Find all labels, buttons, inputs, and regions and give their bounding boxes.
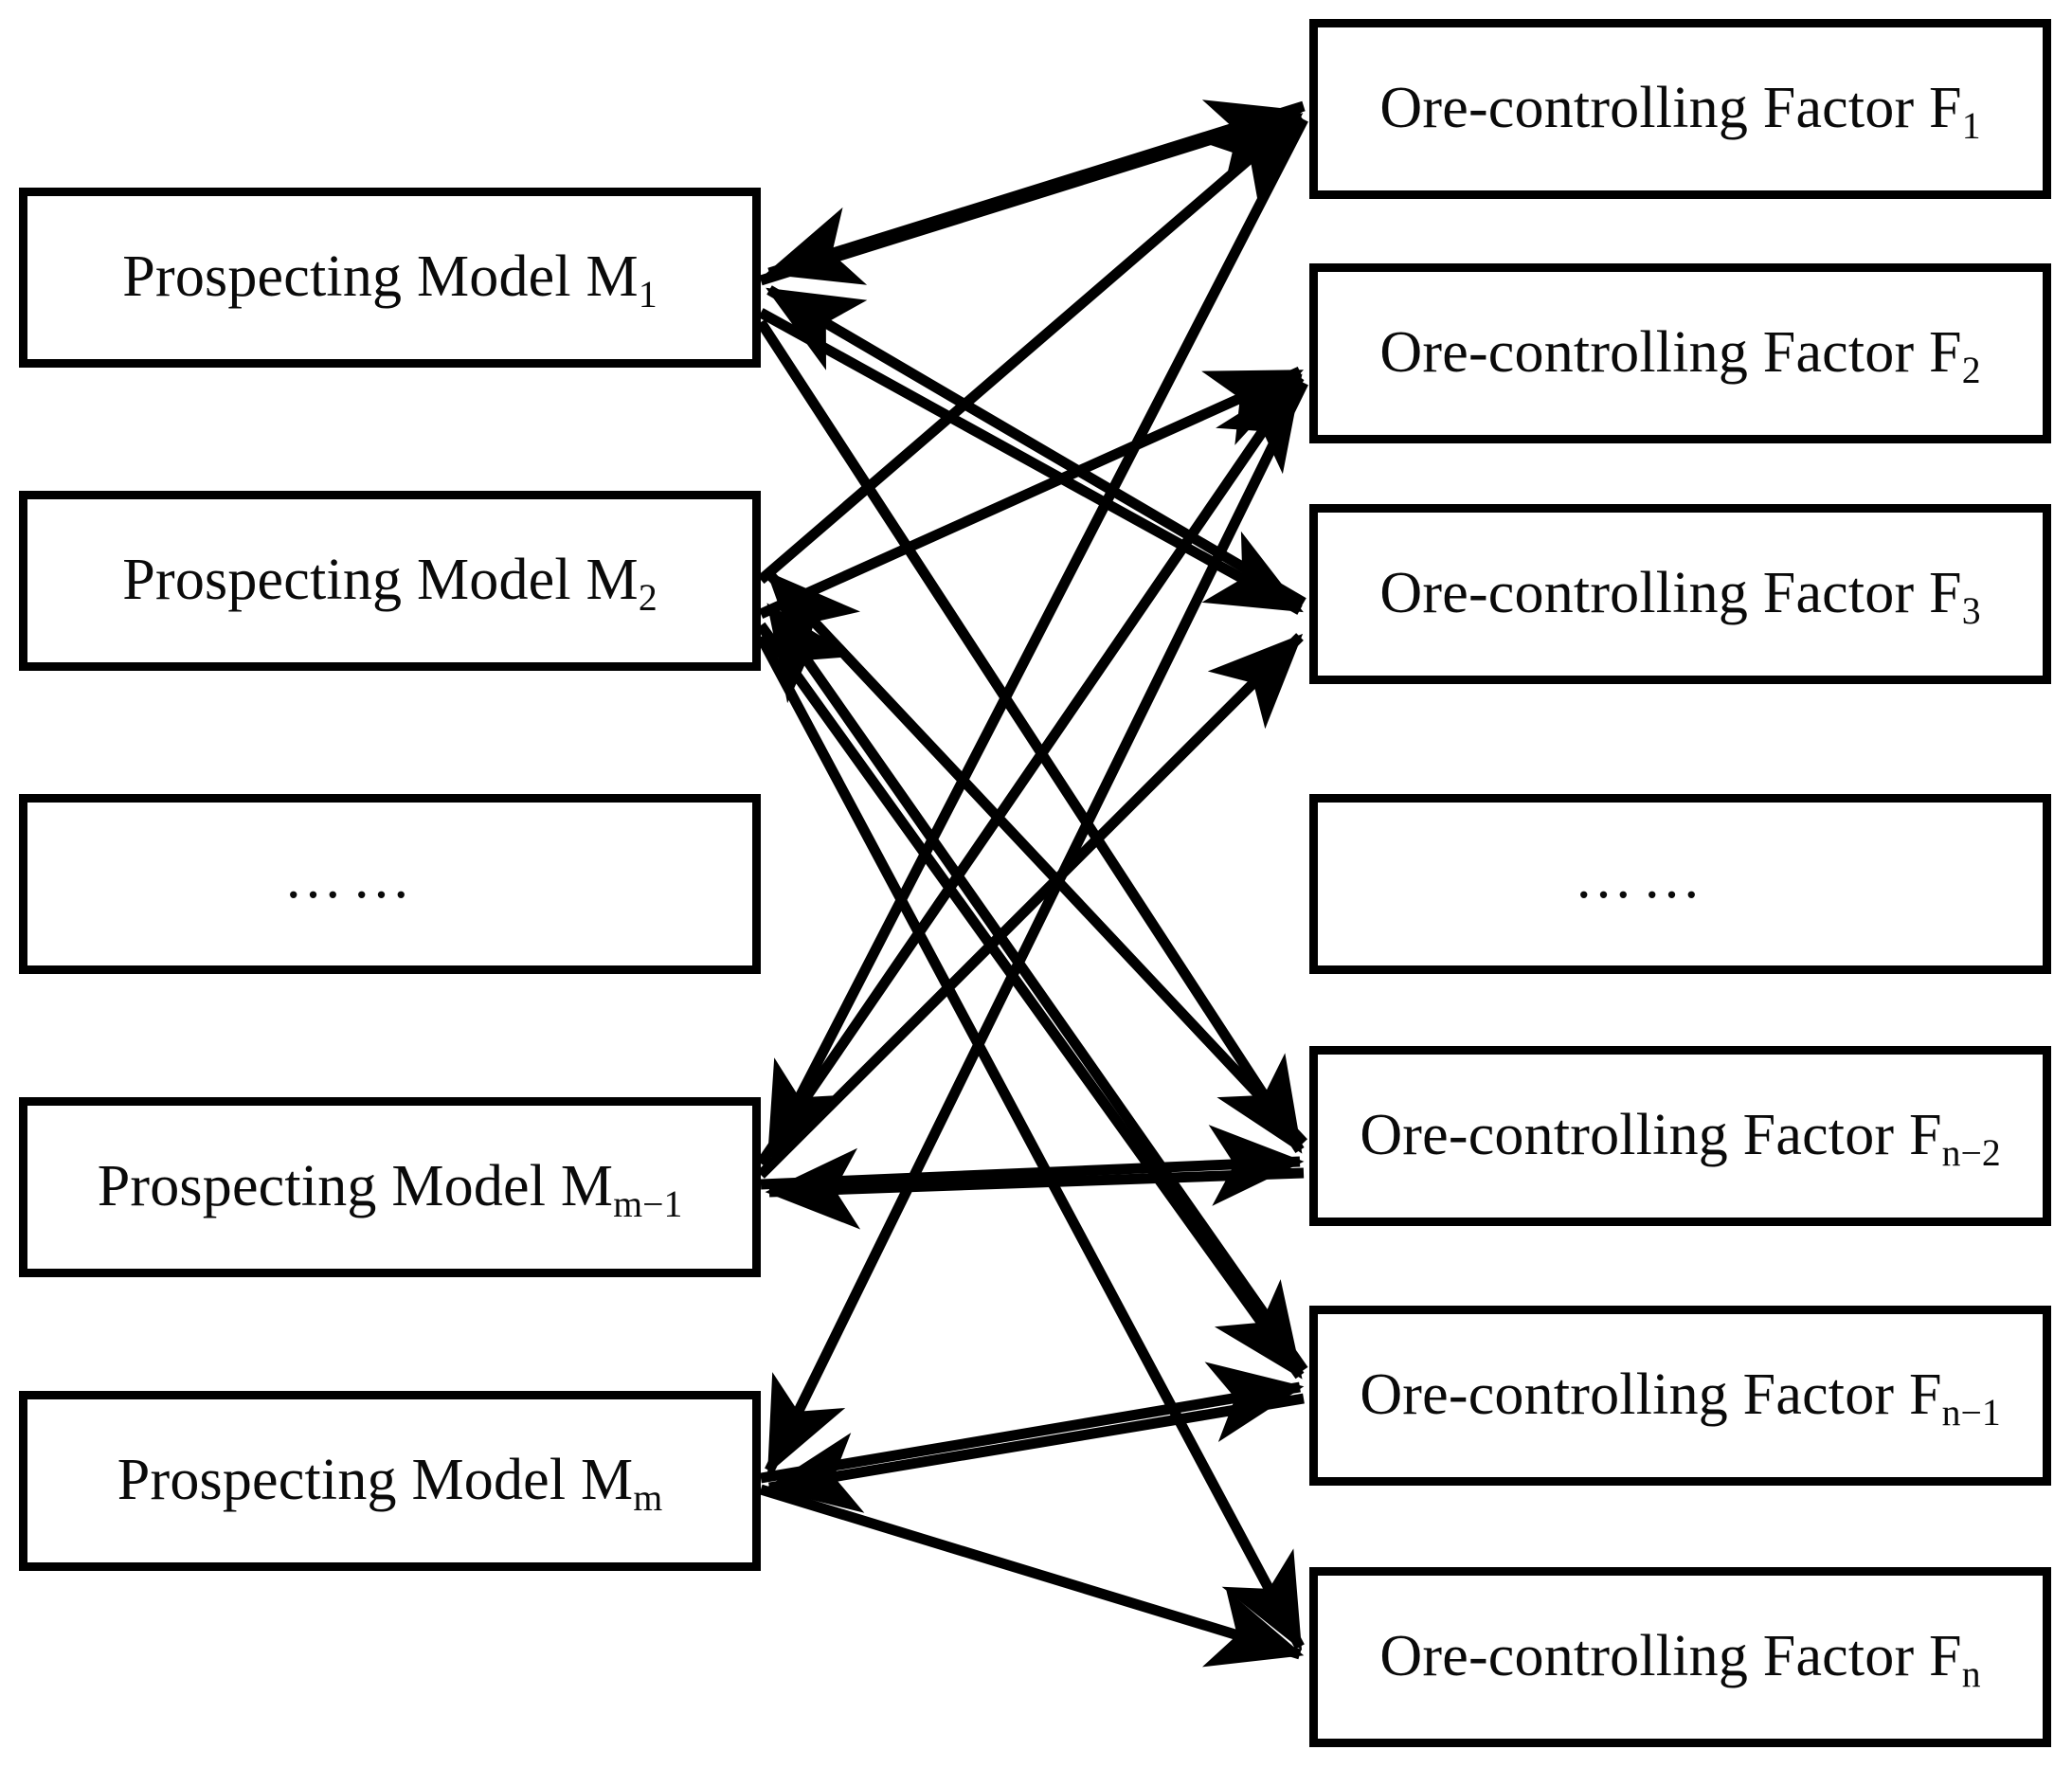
node-label-fn: Ore-controlling Factor Fn [1379,1624,1981,1696]
edge-m2-to-fn1 [756,622,1305,1380]
edge-f1-to-m1 [765,100,1306,285]
node-ore-controlling-factor-f3[interactable]: Ore-controlling Factor F3 [1309,504,2051,684]
edge-f1-to-mm1 [765,117,1308,1160]
edge-mm1-to-f2 [756,373,1305,1167]
node-prospecting-model-mm1[interactable]: Prospecting Model Mm−1 [19,1097,761,1277]
node-ore-controlling-factor-f2[interactable]: Ore-controlling Factor F2 [1309,263,2051,443]
node-label-mm: Prospecting Model Mm [117,1448,663,1520]
node-prospecting-model-m1[interactable]: Prospecting Model M1 [19,188,761,368]
edge-m2-to-fn [756,634,1305,1651]
node-prospecting-model-m2[interactable]: Prospecting Model M2 [19,491,761,671]
edge-mm1-to-f3 [757,633,1304,1179]
edge-fn1-to-m2 [765,603,1308,1374]
edge-f2-to-mm [765,380,1308,1474]
edge-m2-to-f2 [758,366,1305,620]
node-label-f3: Ore-controlling Factor F3 [1379,561,1981,633]
node-ore-controlling-factor-ellipsis: …… [1309,794,2051,974]
edge-m1-to-f1 [759,99,1305,286]
node-label-right-ellipsis: …… [1574,845,1711,911]
edge-fn2-to-m2 [765,570,1308,1146]
edge-mm-to-fn [759,1484,1305,1668]
node-label-mm1: Prospecting Model Mm−1 [97,1154,683,1226]
node-label-m1: Prospecting Model M1 [122,244,658,316]
node-ore-controlling-factor-fn[interactable]: Ore-controlling Factor Fn [1309,1567,2051,1747]
edge-f3-to-m1 [766,285,1306,607]
edge-fn1-to-mm [765,1393,1305,1513]
node-prospecting-model-ellipsis: …… [19,794,761,974]
edge-m2-to-f1 [757,111,1304,585]
edge-mm-to-fn1 [760,1362,1305,1484]
edge-m1-to-f3 [758,308,1304,615]
node-ore-controlling-factor-f1[interactable]: Ore-controlling Factor F1 [1309,19,2051,199]
node-label-fn2: Ore-controlling Factor Fn−2 [1360,1103,2001,1175]
edge-mm1-to-fn2 [760,1125,1305,1206]
node-label-left-ellipsis: …… [283,845,421,911]
node-label-f1: Ore-controlling Factor F1 [1379,76,1981,148]
edge-m1-to-fn2 [756,318,1305,1154]
edge-fn2-to-mm1 [765,1147,1305,1230]
node-ore-controlling-factor-fn1[interactable]: Ore-controlling Factor Fn−1 [1309,1306,2051,1486]
node-label-m2: Prospecting Model M2 [122,548,658,620]
node-ore-controlling-factor-fn2[interactable]: Ore-controlling Factor Fn−2 [1309,1046,2051,1226]
node-prospecting-model-mm[interactable]: Prospecting Model Mm [19,1391,761,1571]
node-label-fn1: Ore-controlling Factor Fn−1 [1360,1362,2001,1434]
node-label-f2: Ore-controlling Factor F2 [1379,320,1981,392]
